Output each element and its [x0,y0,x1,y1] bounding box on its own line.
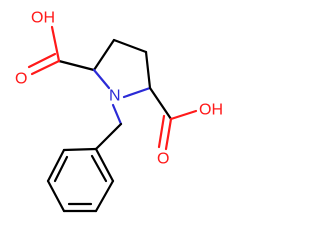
bond-ring-c3-c4 [112,38,148,54]
bond-c-cooh-top [57,59,96,72]
bond-c-o-right-2 [157,114,166,149]
bond-c-o-top-2 [27,52,57,69]
bond-ch2-phenyl [94,122,123,151]
bond-benzene-6 [94,147,115,183]
bond-ring-c5-n [122,86,152,99]
bond-benzene-1 [62,147,98,152]
bond-c-o-right-1 [164,117,173,151]
bond-c-o-top-1 [30,59,61,76]
bond-ring-c2-n [92,68,111,90]
label-n-ring: N [109,88,121,105]
label-oh-right: OH [199,102,223,119]
structure-canvas: OH O N OH O [15,9,223,213]
bond-c-oh-top [50,25,61,63]
bond-ring-c4-c5 [144,50,152,90]
bond-benzene-inner-3 [90,154,108,183]
bond-benzene-2 [46,148,66,183]
bond-n-ch2 [111,103,123,126]
benzylpyrrolidine-dicarboxylic-acid-structure: OH O N OH O [15,10,223,213]
bond-c-cooh-right [148,86,173,121]
label-o-right: O [157,151,169,168]
label-o-top: O [15,71,27,88]
label-oh-top: OH [31,10,55,27]
bond-benzene-inner-1 [53,155,69,183]
bond-c-oh-right [169,109,198,121]
bond-benzene-5 [94,179,115,213]
bond-benzene-3 [46,179,66,213]
bond-ring-c2-c3 [92,38,116,72]
